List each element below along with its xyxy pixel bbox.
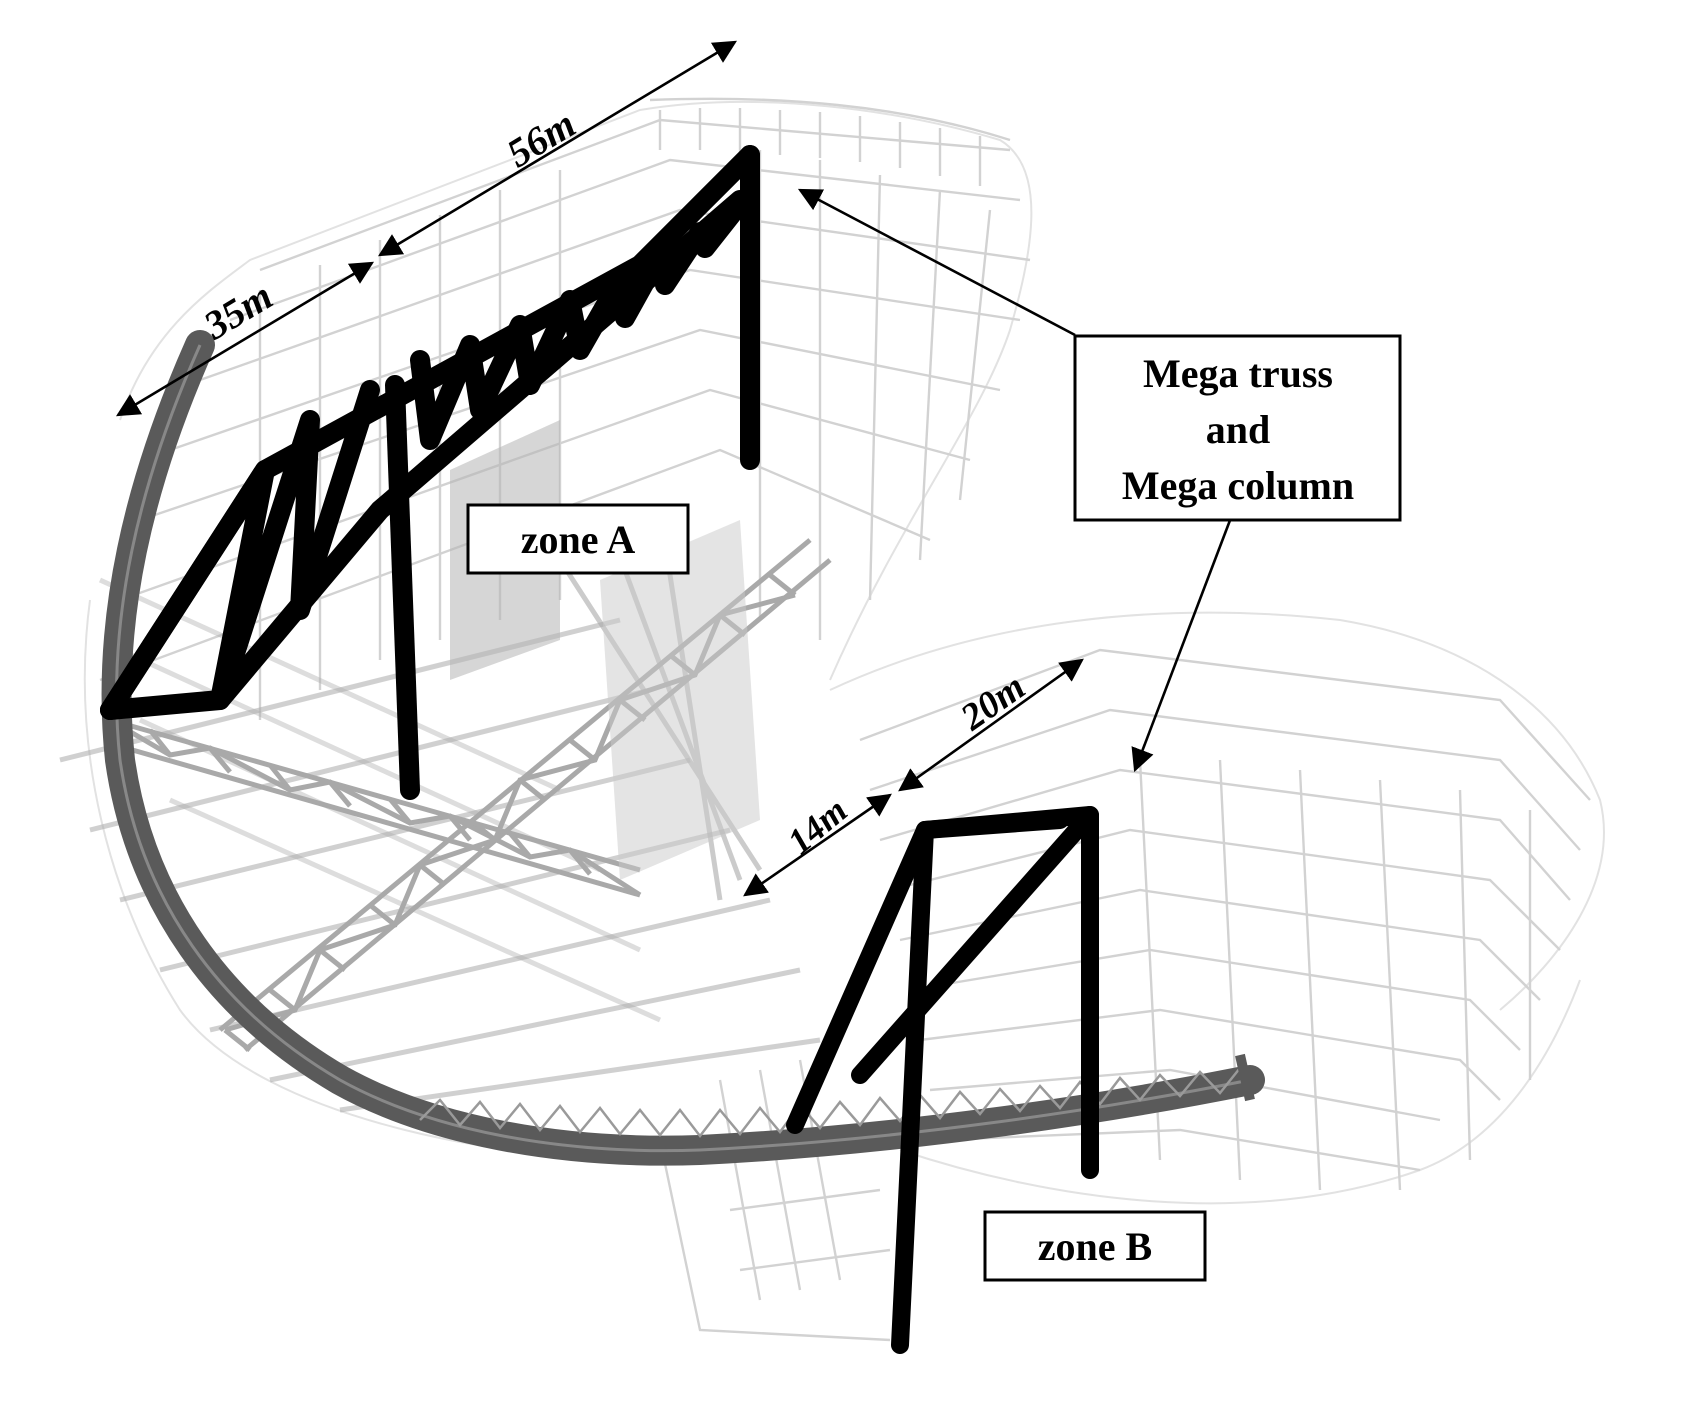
leader-arrow-zone-a	[797, 188, 1076, 337]
ring-truss	[101, 330, 1265, 1166]
callout-line-2: and	[1206, 407, 1271, 452]
leader-arrow-zone-b	[1131, 514, 1234, 773]
dimension-label-20m: 20m	[953, 666, 1033, 740]
dimension-arrow-14m	[743, 793, 892, 897]
callout-line-3: Mega column	[1122, 463, 1354, 508]
zone-a-label-text: zone A	[521, 517, 636, 562]
dimension-label-14m: 14m	[780, 790, 855, 862]
callout-line-1: Mega truss	[1143, 351, 1333, 396]
callout-leaders	[797, 188, 1234, 773]
zone-a-label: zone A	[466, 503, 690, 575]
mega-truss-zone-b	[786, 806, 1099, 1354]
zone-b-label: zone B	[983, 1210, 1207, 1282]
zone-b-label-text: zone B	[1038, 1224, 1152, 1269]
dimension-arrow-35m	[115, 261, 375, 417]
callout-box: Mega truss and Mega column	[1073, 334, 1402, 522]
floor-framing	[59, 420, 832, 1113]
dimension-arrow-56m	[377, 40, 738, 257]
dimension-arrow-20m	[898, 658, 1084, 792]
